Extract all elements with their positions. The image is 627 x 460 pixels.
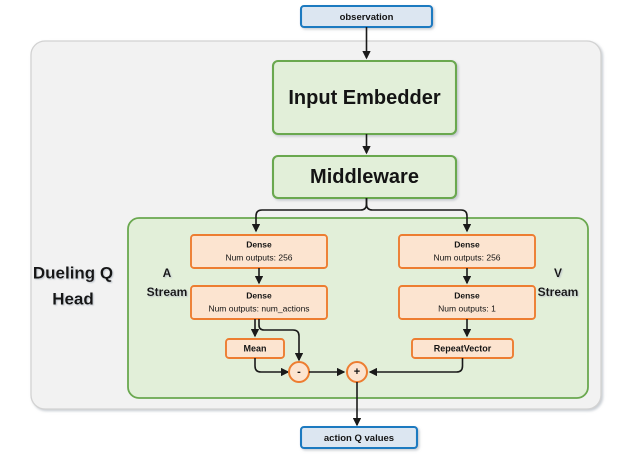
repeat-vector-label: RepeatVector <box>434 343 492 353</box>
wire-repeatvector-to-add <box>368 358 464 377</box>
advantage-dense-actions-subtitle: Num outputs: num_actions <box>208 303 309 313</box>
wire-mean-to-subtract <box>254 358 290 377</box>
observation-label: observation <box>340 12 394 23</box>
middleware-label: Middleware <box>310 166 419 188</box>
subtract-operator-symbol: - <box>297 366 301 378</box>
value-dense-1-title: Dense <box>454 290 480 300</box>
value-dense-1-subtitle: Num outputs: 1 <box>438 303 496 313</box>
input-embedder-node[interactable] <box>271 59 458 136</box>
wire-middleware-to-value <box>365 198 472 233</box>
value-stream-label-line1: V <box>554 266 562 280</box>
value-stream-label-line2: Stream <box>538 285 579 299</box>
advantage-dense-256-subtitle: Num outputs: 256 <box>225 252 292 262</box>
input-embedder-label: Input Embedder <box>288 87 440 109</box>
value-dense-256-title: Dense <box>454 239 480 249</box>
advantage-stream-label-line2: Stream <box>147 285 188 299</box>
dueling-q-head-label-line2: Head <box>52 289 94 308</box>
advantage-stream-label-line1: A <box>163 266 172 280</box>
wire-advantage-to-subtract <box>258 319 304 362</box>
value-dense-256-subtitle: Num outputs: 256 <box>433 252 500 262</box>
add-operator-symbol: + <box>354 366 360 378</box>
mean-label: Mean <box>243 343 266 353</box>
dueling-q-head-label-line1: Dueling Q <box>33 263 113 282</box>
advantage-dense-256-title: Dense <box>246 239 272 249</box>
advantage-dense-actions-title: Dense <box>246 290 272 300</box>
action-q-values-node[interactable] <box>299 425 419 450</box>
middleware-node[interactable] <box>271 154 458 200</box>
action-q-values-label: action Q values <box>324 433 394 444</box>
